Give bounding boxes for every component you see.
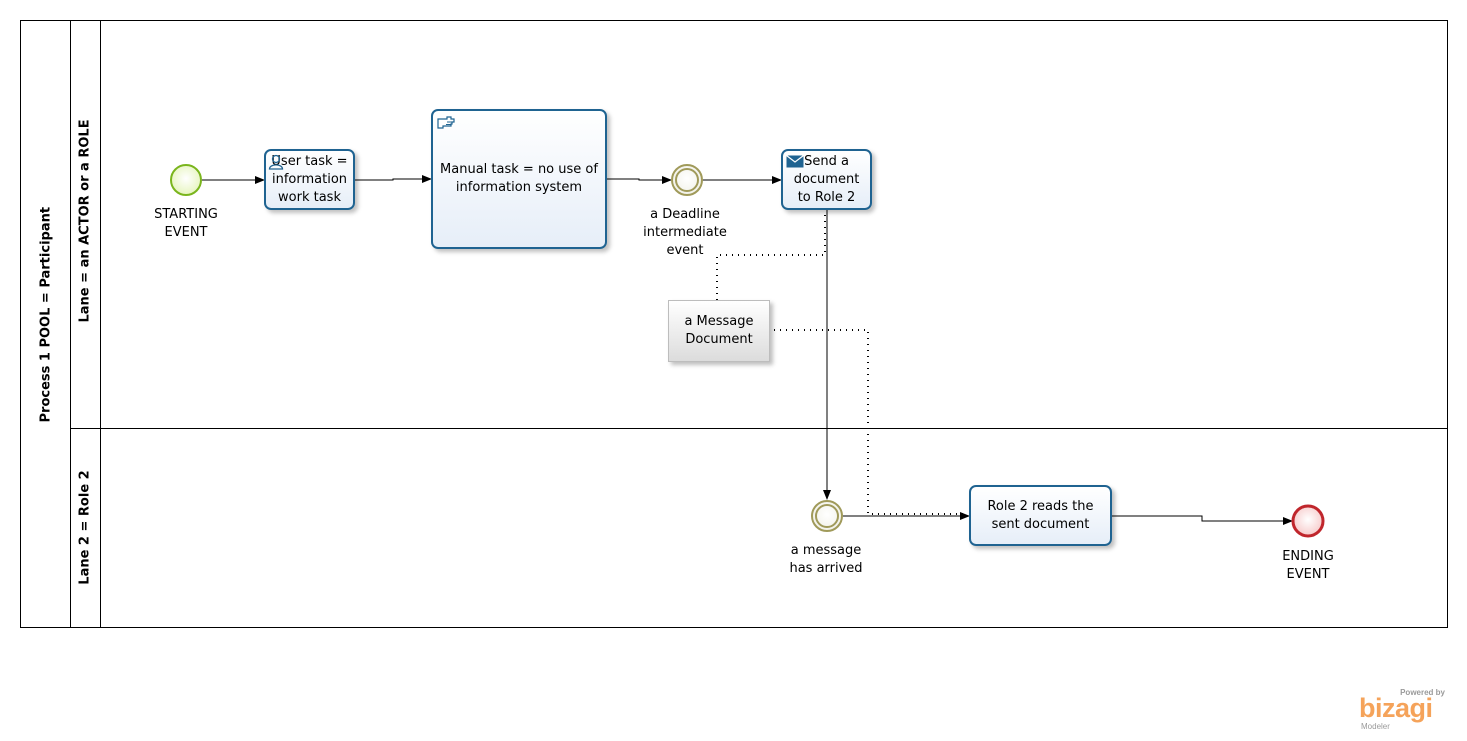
start-event[interactable] — [170, 164, 202, 196]
read-task[interactable]: Role 2 reads the sent document — [969, 485, 1112, 546]
hand-icon — [437, 116, 455, 129]
message-document-label: a Message Document — [684, 314, 754, 347]
sequence-flows — [202, 175, 1293, 525]
manual-task[interactable]: Manual task = no use of information syst… — [431, 109, 607, 249]
flow-read-to-end[interactable] — [1112, 515, 1293, 525]
message-document[interactable]: a Message Document — [668, 300, 770, 362]
user-icon — [268, 154, 284, 170]
end-event-label: ENDING EVENT — [1282, 549, 1334, 582]
deadline-intermediate-event[interactable] — [671, 164, 703, 196]
flow-user-to-manual[interactable] — [355, 175, 432, 183]
brand-text: bizagi — [1359, 693, 1433, 723]
association-document-to-read[interactable] — [768, 329, 965, 515]
envelope-icon — [786, 155, 804, 168]
associations — [716, 215, 965, 515]
send-task-label: Send a document to Role 2 — [793, 153, 860, 205]
bizagi-logo: Powered by bizagi Modeler — [1355, 688, 1447, 734]
product-text: Modeler — [1361, 722, 1390, 731]
lane-1-label: Lane = an ACTOR or a ROLE — [77, 119, 93, 323]
message-arrived-label: a message has arrived — [789, 543, 863, 576]
lane-2-label: Lane 2 = Role 2 — [77, 470, 93, 585]
flow-manual-to-deadline[interactable] — [607, 176, 672, 184]
manual-task-label: Manual task = no use of information syst… — [440, 162, 598, 195]
start-event-label: STARTING EVENT — [154, 207, 218, 240]
end-event[interactable] — [1291, 504, 1325, 538]
pool-label: Process 1 POOL = Participant — [38, 206, 54, 423]
powered-by-text: Powered by — [1400, 688, 1445, 697]
read-task-label: Role 2 reads the sent document — [987, 498, 1094, 532]
deadline-event-label: a Deadline intermediate event — [643, 207, 727, 258]
message-arrived-event[interactable] — [811, 500, 843, 532]
send-task[interactable]: Send a document to Role 2 — [781, 149, 872, 210]
